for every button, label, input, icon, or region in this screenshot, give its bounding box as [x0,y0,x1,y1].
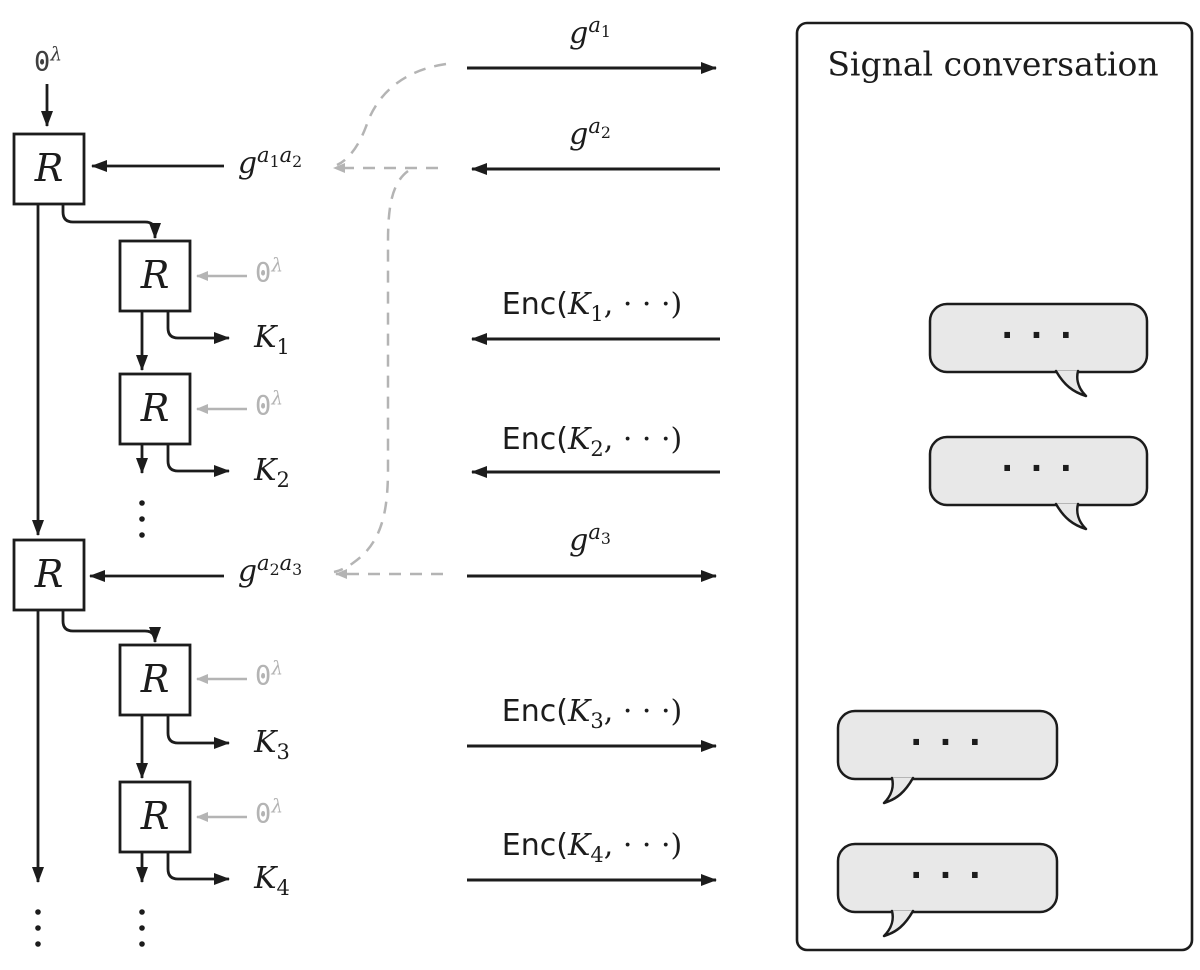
chain-elbow-arrow-2 [61,611,161,643]
message-label-enc4: Enc(K4, · · ·) [501,828,683,867]
speech-bubble-1 [928,302,1149,374]
derive-dashed-curve-ga2-reuse [333,170,409,574]
bubble-dots-2: · · · [1001,449,1075,487]
vertical-ellipsis-sym-bottom [139,909,145,947]
kdf-box-label: R [140,657,170,701]
dh-label-2: ga2a3 [237,551,303,589]
kdf-box-root-1 [12,132,86,206]
speech-bubble-2 [928,435,1149,507]
bubble-dots-3: · · · [910,723,984,761]
chain-elbow-arrow-1 [61,205,161,239]
kdf-box-label: R [140,253,170,297]
key-output-arrow-2 [166,445,230,477]
key-label-1: K1 [254,320,290,359]
message-label-ga2: ga2 [569,114,611,152]
message-label-ga3: ga3 [569,520,611,558]
kdf-box-sym-3 [118,643,192,717]
seed-label-gray: 0λ [255,388,283,422]
vertical-ellipsis-sym-top [139,500,145,538]
bubble-tail-1 [1054,369,1088,398]
key-output-arrow-1 [166,312,230,344]
kdf-box-label: R [140,794,170,838]
bubble-tail-4 [882,909,915,938]
bubble-tail-2 [1054,502,1088,531]
derive-dashed-curve-ga1 [336,62,447,167]
kdf-box-label: R [34,146,64,190]
panel-title: Signal conversation [827,44,1159,84]
message-label-enc3: Enc(K3, · · ·) [501,694,683,733]
key-label-2: K2 [254,453,290,492]
message-label-enc1: Enc(K1, · · ·) [501,287,683,326]
speech-bubble-3 [836,709,1059,781]
bubble-dots-4: · · · [910,856,984,894]
kdf-box-root-2 [12,538,86,612]
vertical-ellipsis-root-bottom [35,909,41,947]
bubble-dots-1: · · · [1001,316,1075,354]
speech-bubble-4 [836,842,1059,914]
kdf-box-sym-2 [118,372,192,446]
seed-label-root: 0λ [34,44,62,78]
message-label-enc2: Enc(K2, · · ·) [501,422,683,461]
key-output-arrow-3 [166,716,230,749]
message-label-ga1: ga1 [569,13,611,51]
seed-label-gray: 0λ [255,255,283,289]
key-output-arrow-4 [166,853,230,885]
bubble-tail-3 [882,776,915,805]
dh-label-1: ga1a2 [237,143,303,181]
seed-label-gray: 0λ [255,796,283,830]
kdf-box-sym-1 [118,239,192,313]
seed-label-gray: 0λ [255,658,283,692]
kdf-box-label: R [34,552,64,596]
key-label-3: K3 [254,725,290,764]
kdf-box-label: R [140,386,170,430]
kdf-box-sym-4 [118,780,192,854]
key-label-4: K4 [254,861,290,900]
